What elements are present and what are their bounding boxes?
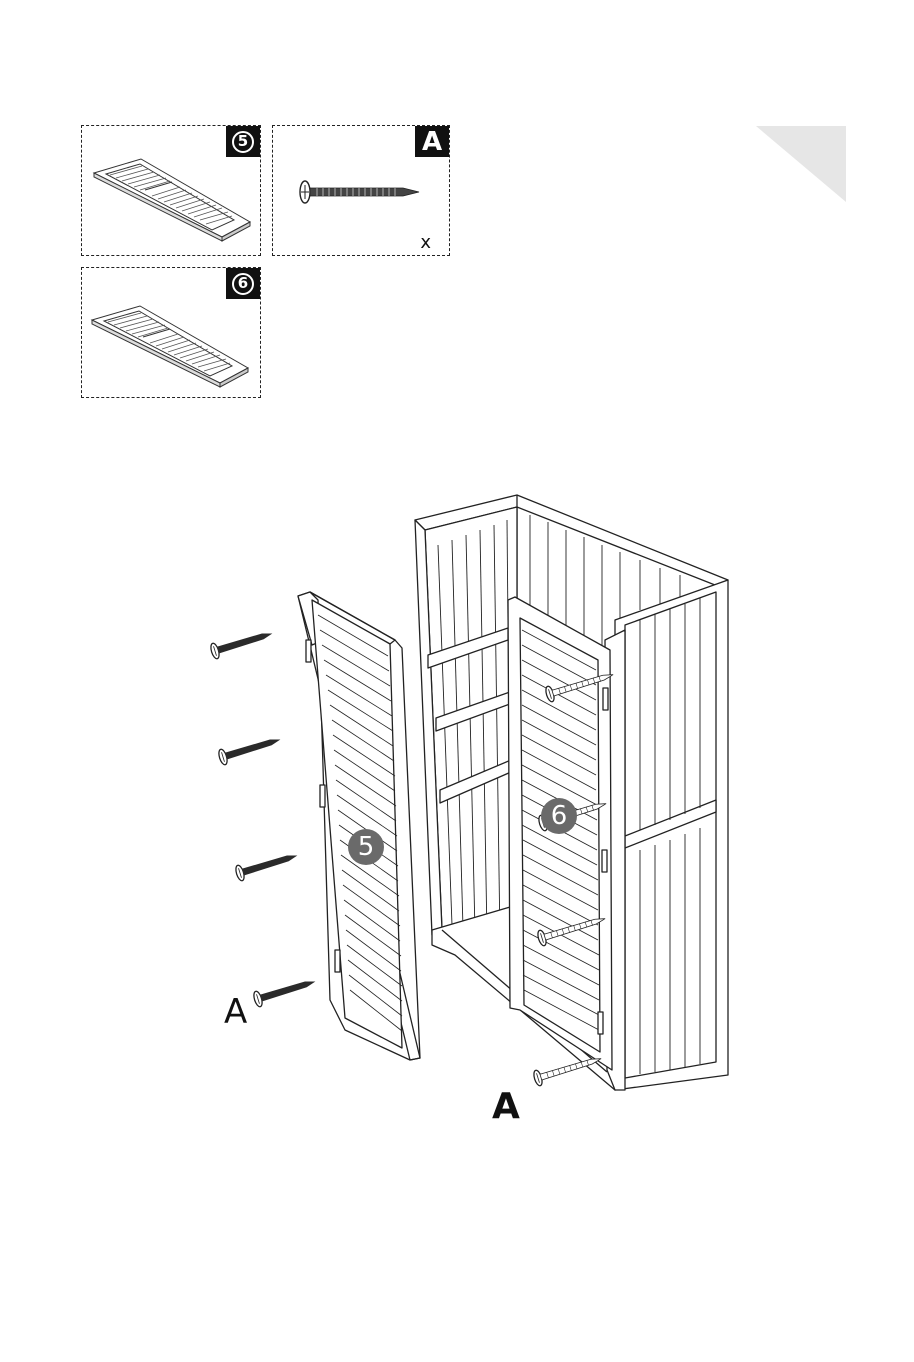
screw-label-left: A xyxy=(224,992,247,1032)
door-marker-5: 5 xyxy=(348,829,384,865)
door-number-label: 5 xyxy=(358,832,375,862)
door-marker-6: 6 xyxy=(541,798,577,834)
door-number-label: 6 xyxy=(551,801,568,831)
screw-label-bottom: A xyxy=(492,1086,520,1127)
